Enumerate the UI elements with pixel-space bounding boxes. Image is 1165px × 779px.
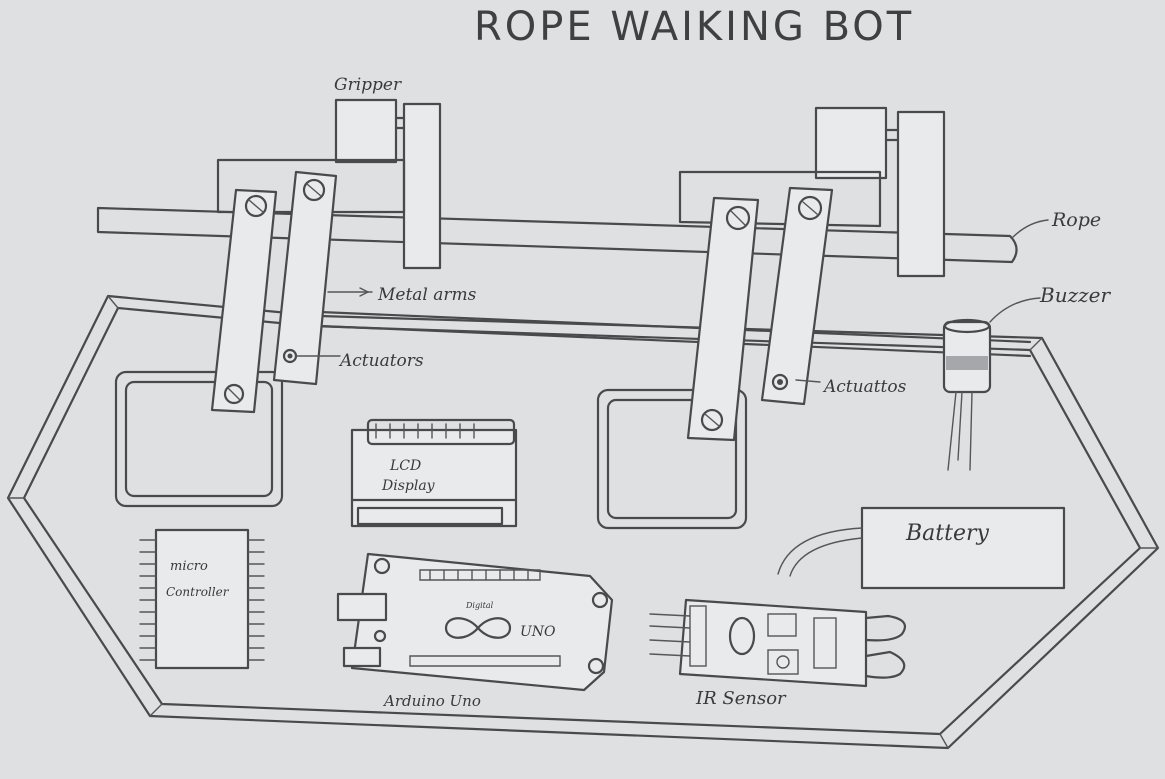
power-jack xyxy=(342,646,382,668)
right-base-pad xyxy=(596,388,748,530)
left-gripper-jaw xyxy=(402,102,442,270)
left-arm-1 xyxy=(210,188,278,414)
arduino-label: Arduino Uno xyxy=(382,692,481,710)
arduino-brand-text: Digital xyxy=(465,601,494,610)
screw-icon xyxy=(725,205,751,231)
screw-icon xyxy=(223,383,245,405)
metal-arms-label: Metal arms xyxy=(377,285,477,305)
lcd-label-line2: Display xyxy=(381,478,436,494)
right-leg-assembly xyxy=(596,106,946,530)
gripper-label: Gripper xyxy=(334,75,402,95)
lcd-label: LCD xyxy=(389,458,421,474)
actuators-right-label: Actuattos xyxy=(822,377,907,397)
buzzer xyxy=(942,318,992,471)
screw-icon xyxy=(700,408,724,432)
rope xyxy=(96,206,1018,264)
actuators-left-label: Actuators xyxy=(338,351,424,371)
screw-icon xyxy=(302,178,326,202)
right-gripper-block xyxy=(814,106,888,180)
actuator-pivot-icon xyxy=(771,373,789,391)
battery xyxy=(777,506,1066,590)
annotation-pointers xyxy=(295,219,1049,383)
battery-label: Battery xyxy=(905,521,990,546)
rope-label: Rope xyxy=(1051,209,1101,231)
micro-label-line2: Controller xyxy=(166,585,230,599)
metal-rail xyxy=(318,310,1032,358)
left-leg-assembly xyxy=(114,98,442,508)
arduino-uno xyxy=(336,552,614,692)
buzzer-label: Buzzer xyxy=(1039,283,1111,307)
arduino-board-text: UNO xyxy=(520,624,556,640)
left-gripper-block xyxy=(334,98,398,164)
microcontroller-chip xyxy=(139,528,265,670)
right-arm-1 xyxy=(686,196,760,442)
diagram-title: ROPE WAIKING BOT xyxy=(474,4,914,50)
ir-sensor-label: IR Sensor xyxy=(695,688,787,709)
infinity-icon xyxy=(444,617,512,639)
lcd-display xyxy=(350,418,518,528)
right-gripper-jaw xyxy=(896,110,946,278)
screw-icon xyxy=(797,195,823,221)
usb-port xyxy=(336,592,388,622)
micro-label: micro xyxy=(170,559,208,574)
ir-sensor xyxy=(649,598,906,688)
left-base-pad xyxy=(114,370,284,508)
left-arm-2 xyxy=(272,170,338,386)
right-arm-2 xyxy=(760,186,834,406)
screw-icon xyxy=(244,194,268,218)
